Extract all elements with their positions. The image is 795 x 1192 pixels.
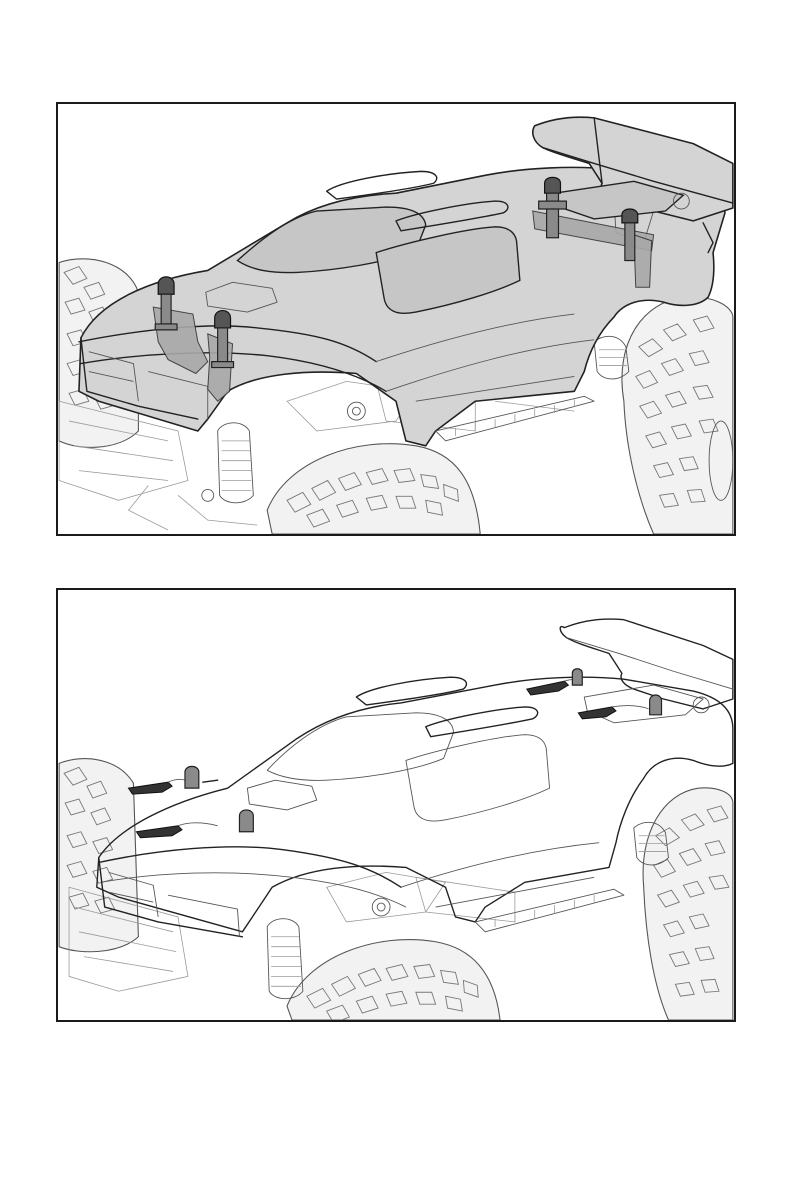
truck-body-installed-illustration [58,104,734,534]
body-clip-rear-right-icon [578,695,661,719]
illustration-panel-top [56,102,736,536]
body-clip-front-left-icon [128,766,217,794]
rear-right-tire-icon [622,297,733,534]
front-right-tire-icon [287,940,500,1020]
body-clip-rear-left-icon [527,669,582,695]
rear-right-tire-icon [643,788,733,1020]
illustration-panel-bottom [56,588,736,1022]
front-left-tire-icon [59,759,138,952]
front-right-tire-icon [267,444,480,534]
truck-body-clipped-illustration [58,590,734,1020]
